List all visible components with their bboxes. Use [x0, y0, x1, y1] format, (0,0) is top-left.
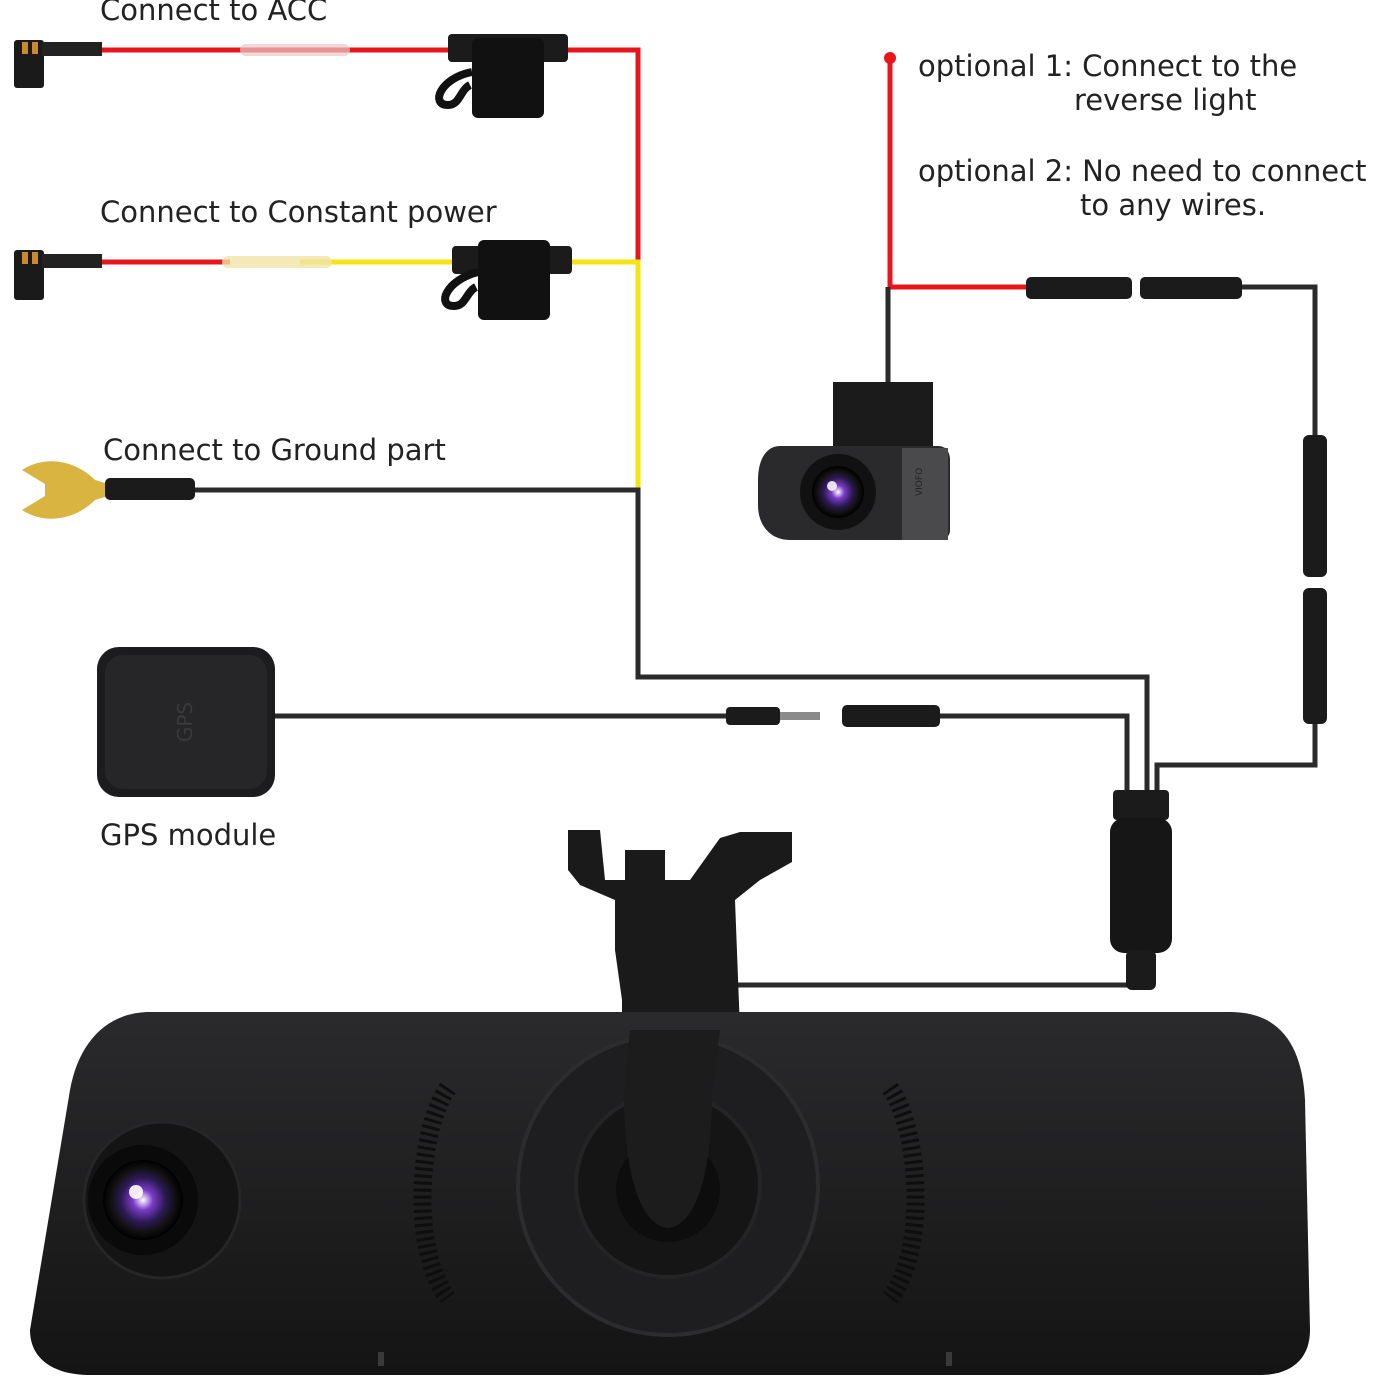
gps-module-label: GPS module [100, 818, 277, 852]
connector-plug-icon-gps-female [842, 705, 940, 727]
fuse-sleeve-constant [222, 256, 332, 268]
ground-wire [195, 487, 1150, 790]
fuse-holder-icon-acc [435, 34, 568, 118]
constant-power-label: Connect to Constant power [100, 195, 497, 229]
optional1-line1: optional 1: Connect to the [918, 49, 1298, 83]
reverse-wire-end [884, 52, 896, 64]
acc-label: Connect to ACC [100, 0, 328, 27]
add-a-fuse-icon-acc [14, 40, 102, 88]
mirror-dashcam-icon [30, 830, 1310, 1375]
optional1-line2: reverse light [1074, 83, 1257, 117]
rear-wire-right [1240, 284, 1318, 440]
fuse-holder-icon-constant [441, 240, 572, 320]
connector-plug-icon-rear-upper [1303, 435, 1327, 577]
optional2-line1: optional 2: No need to connect [918, 154, 1367, 188]
connector-plug-icon-hub [1110, 790, 1172, 990]
gps-embossed-text: GPS [173, 702, 197, 742]
fuse-sleeve-acc [240, 44, 350, 56]
rear-camera-icon [758, 382, 950, 540]
rear-cam-brand: VIOFO [915, 468, 925, 496]
gps-wire-to-hub [935, 713, 1130, 790]
ground-terminal-icon [22, 461, 195, 519]
connector-plug-icon-gps-male [726, 707, 820, 725]
rear-wire-down [1154, 720, 1318, 790]
optional2-line2: to any wires. [1080, 188, 1267, 222]
connector-plug-icon-reverse-left [1026, 277, 1132, 299]
ground-label: Connect to Ground part [103, 433, 446, 467]
connector-plug-icon-reverse-right [1140, 277, 1242, 299]
connector-plug-icon-rear-lower [1303, 588, 1327, 724]
gps-antenna-icon [97, 647, 275, 797]
add-a-fuse-icon-constant [14, 250, 102, 300]
